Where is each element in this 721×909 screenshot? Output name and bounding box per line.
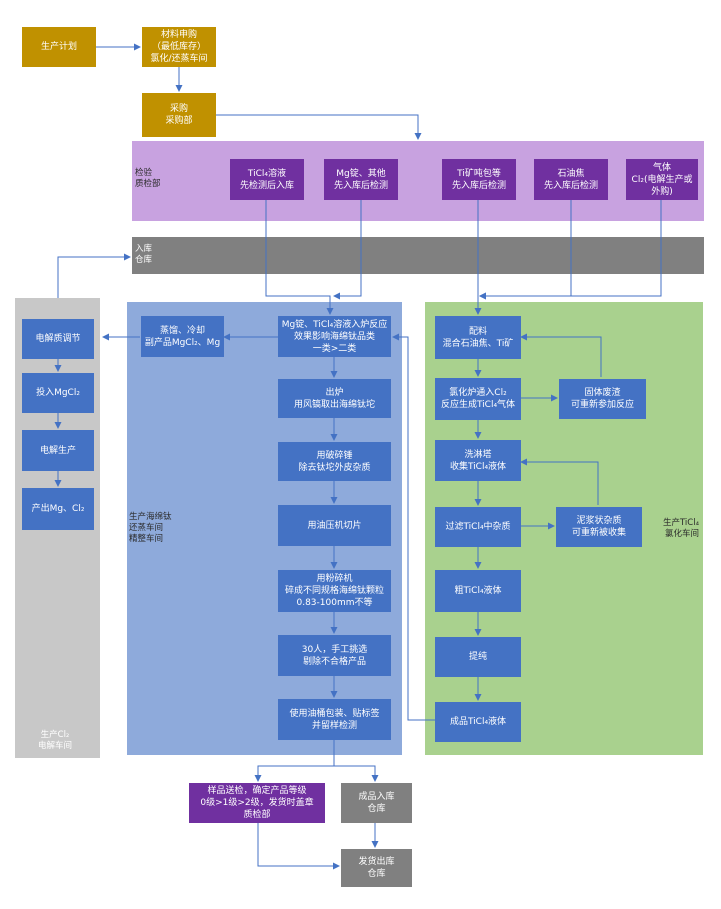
arrow-s7-store bbox=[334, 765, 379, 782]
arrow-qc2-s1 bbox=[333, 200, 362, 300]
region-qc bbox=[132, 141, 704, 221]
box-shipping: 发货出库仓库 bbox=[341, 849, 412, 887]
arrow-c2side-c1 bbox=[520, 333, 602, 377]
arrow-qc1-s1 bbox=[265, 200, 334, 315]
box-elec-adjust: 电解质调节 bbox=[22, 319, 94, 359]
box-material-request: 材料申购（最低库存）氯化/还蒸车间 bbox=[142, 27, 216, 67]
arrow-c7-s1 bbox=[392, 333, 435, 721]
box-product-storage: 成品入库仓库 bbox=[341, 783, 412, 823]
region-sponge-label: 生产海绵钛还蒸车间精整车间 bbox=[129, 512, 172, 544]
box-chl-purify: 提纯 bbox=[435, 637, 521, 677]
box-sponge-reaction: Mg锭、TiCl₄溶液入炉反应效果影响海绵钛品类一类>二类 bbox=[278, 316, 391, 357]
box-sponge-distill: 蒸馏、冷却副产品MgCl₂、Mg bbox=[141, 316, 224, 357]
region-warehouse-label: 入库仓库 bbox=[135, 244, 153, 265]
box-chl-crude: 粗TiCl₄液体 bbox=[435, 570, 521, 612]
arrow-c4side-c3 bbox=[520, 458, 599, 505]
box-chl-product: 成品TiCl₄液体 bbox=[435, 702, 521, 742]
box-qc-ti-ore: Ti矿吨包等先入库后检测 bbox=[442, 159, 516, 200]
arrow-purchase-qc bbox=[216, 114, 422, 140]
box-chl-solid-waste: 固体废渣可重新参加反应 bbox=[559, 379, 646, 419]
box-chl-scrubber: 洗淋塔收集TiCl₄液体 bbox=[435, 440, 521, 481]
box-chl-batching: 配料混合石油焦、Ti矿 bbox=[435, 316, 521, 359]
box-chl-filter: 过滤TiCl₄中杂质 bbox=[435, 507, 521, 547]
box-elec-output: 产出Mg、Cl₂ bbox=[22, 488, 94, 530]
arrow-elec-warehouse bbox=[57, 253, 131, 298]
arrow-sample-ship bbox=[257, 823, 340, 870]
arrow-qc5-c1 bbox=[479, 200, 662, 300]
box-sponge-crush-skin: 用破碎锤除去钛坨外皮杂质 bbox=[278, 442, 391, 481]
box-elec-input: 投入MgCl₂ bbox=[22, 373, 94, 413]
box-sponge-out: 出炉用风镐取出海绵钛坨 bbox=[278, 379, 391, 418]
box-sponge-slice: 用油压机切片 bbox=[278, 505, 391, 546]
box-sponge-sort: 30人，手工挑选剔除不合格产品 bbox=[278, 635, 391, 676]
box-qc-coke: 石油焦先入库后检测 bbox=[534, 159, 608, 200]
region-warehouse bbox=[132, 237, 704, 274]
region-qc-label: 检验质检部 bbox=[135, 168, 161, 189]
box-production-plan: 生产计划 bbox=[22, 27, 96, 67]
arrow-s7-sample bbox=[254, 740, 335, 782]
box-sponge-package: 使用油桶包装、贴标签并留样检测 bbox=[278, 699, 391, 740]
arrow-qc4-c1 bbox=[479, 200, 572, 300]
box-elec-produce: 电解生产 bbox=[22, 430, 94, 471]
box-qc-ticl4: TiCl₄溶液先检测后入库 bbox=[230, 159, 304, 200]
box-chl-sludge: 泥浆状杂质可重新被收集 bbox=[556, 507, 642, 547]
box-purchase: 采购采购部 bbox=[142, 93, 216, 137]
box-qc-mg: Mg锭、其他先入库后检测 bbox=[324, 159, 398, 200]
